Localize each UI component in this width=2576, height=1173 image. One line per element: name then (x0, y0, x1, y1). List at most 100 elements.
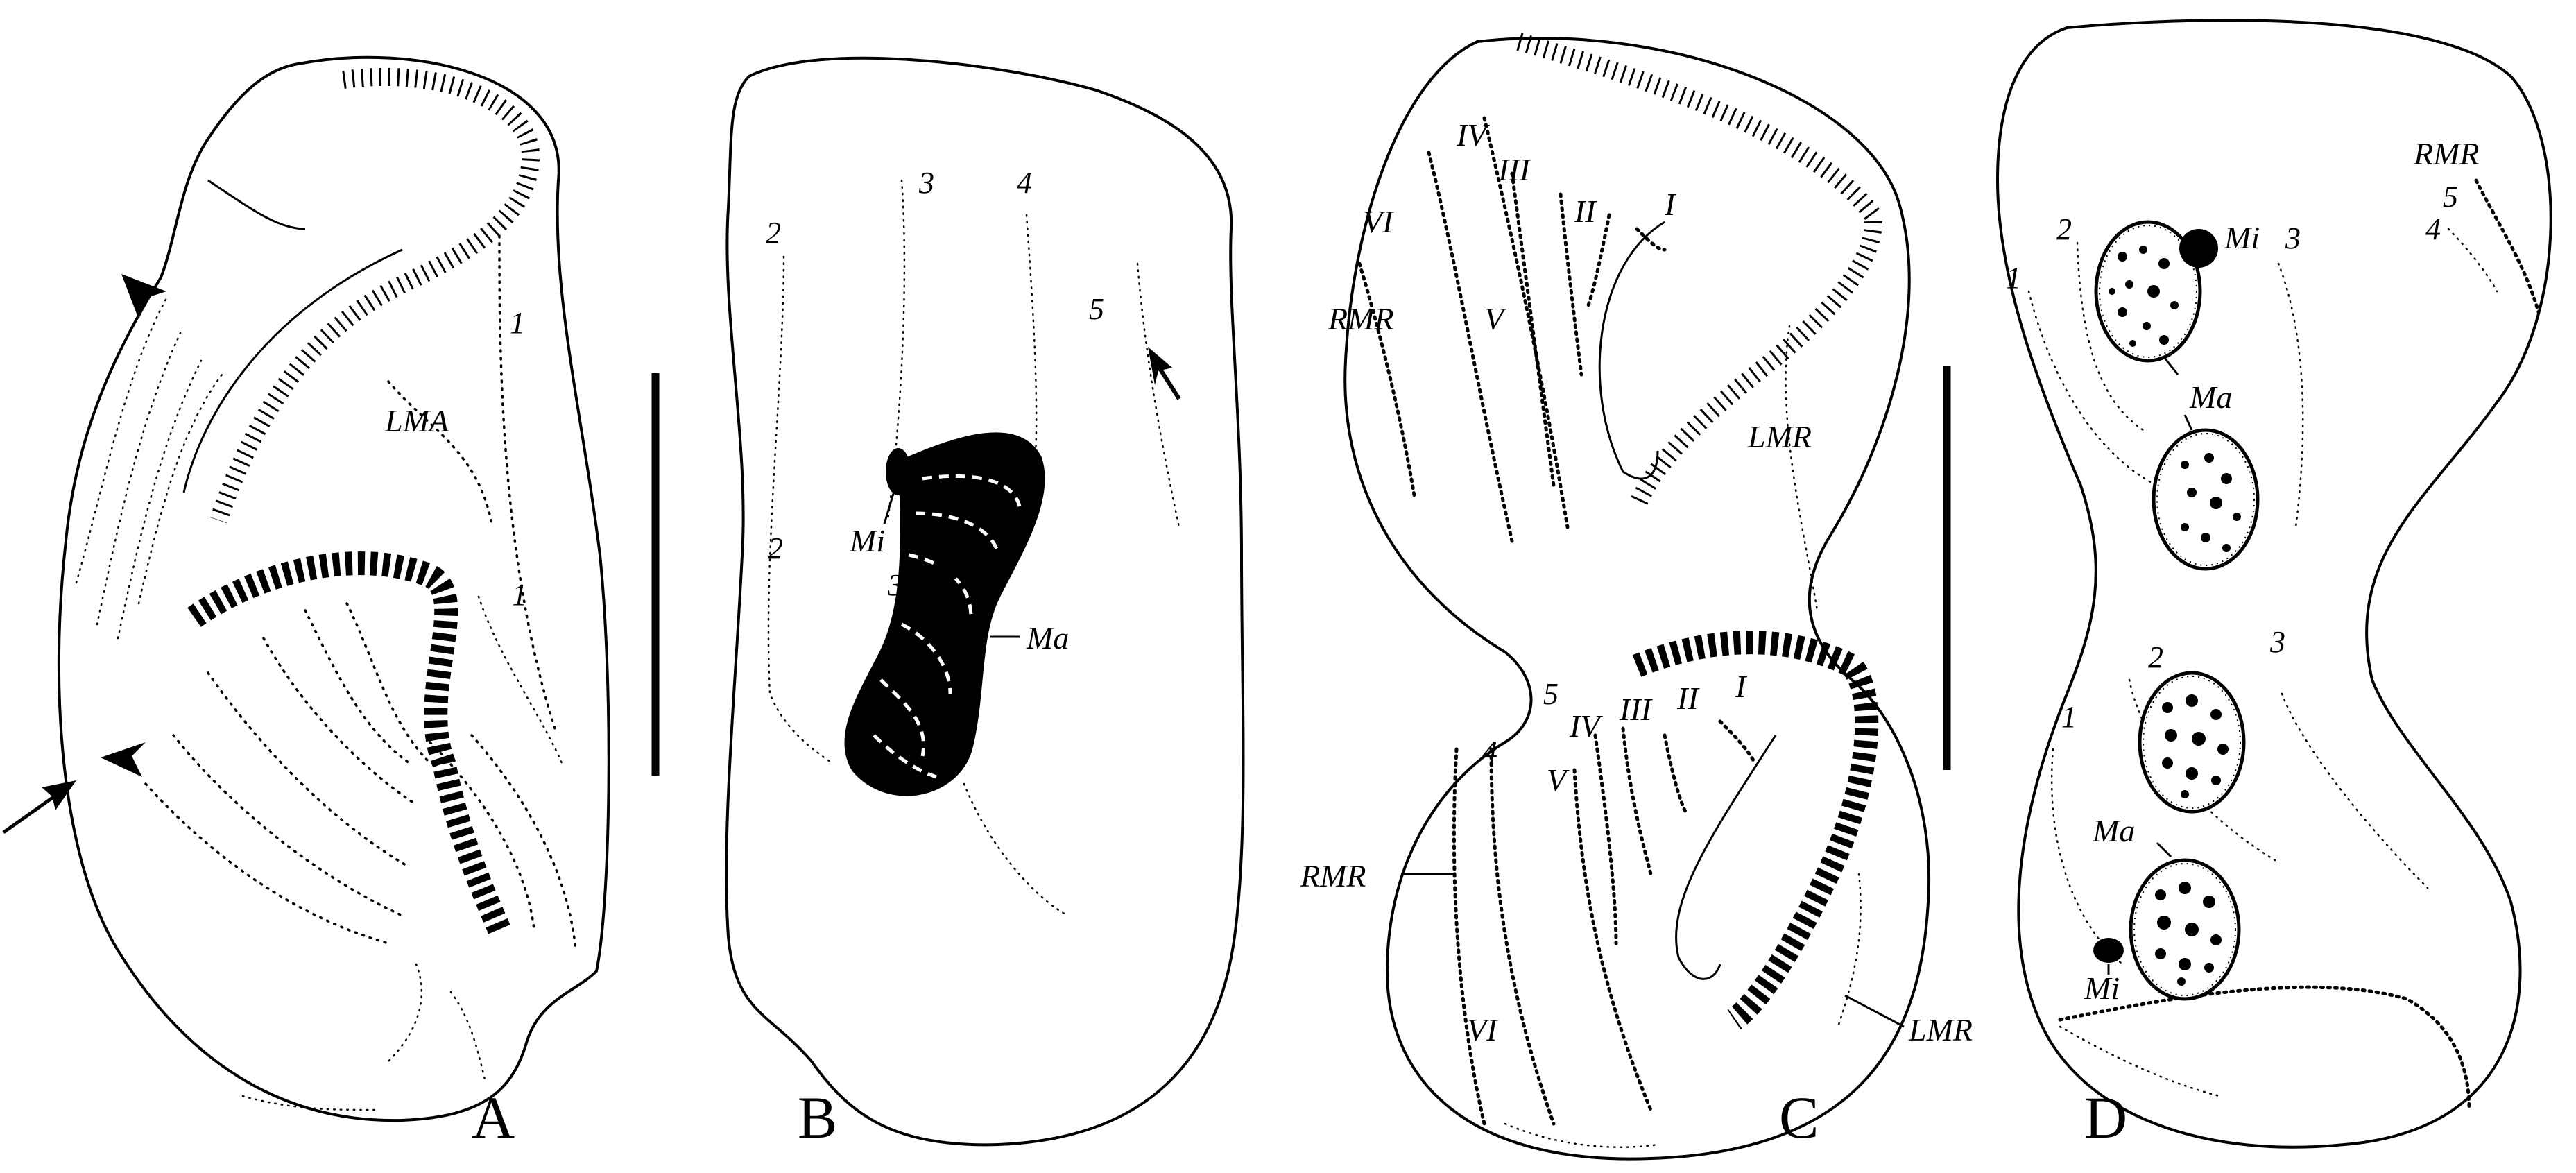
panel-a-row (241, 1095, 376, 1111)
panel-d-label-2: 2 (2056, 212, 2072, 246)
panel-c-label-LMR-b: LMR (1908, 1012, 1973, 1047)
panel-d-row-caudal2 (2059, 1025, 2221, 1097)
panel-d-row-caudal (2058, 985, 2471, 1112)
panel-a-letter: A (472, 1084, 515, 1151)
panel-b-arrow (1148, 347, 1181, 400)
panel-d-label-1: 1 (2006, 261, 2021, 295)
panel-b-micronucleus-1 (886, 448, 911, 495)
panel-c-label-5: 5 (1543, 677, 1559, 711)
panel-a-arrowhead-bottom (101, 742, 146, 777)
panel-b-leader-mi (883, 488, 896, 524)
panel-a-bold-membranelles (187, 551, 510, 934)
panel-a-row (75, 297, 168, 584)
panel-d-label-RMR: RMR (2413, 136, 2480, 171)
panel-c-label-RMR-b: RMR (1300, 858, 1366, 893)
panel-a-label-1a: 1 (510, 306, 525, 340)
panel-c-adoral-zone-bottom (1632, 631, 1879, 1030)
panel-d-macronucleus-3 (2138, 671, 2246, 814)
panel-c-label-IV-b: IV (1569, 708, 1603, 744)
panel-d-leader-ma-2 (2183, 414, 2193, 431)
panel-d-label-2b: 2 (2148, 640, 2163, 674)
panel-d-row-1b (2050, 748, 2124, 966)
panel-a-row (345, 602, 431, 764)
panel-d-row-2b (2128, 678, 2276, 862)
panel-a-row (387, 963, 422, 1063)
panel-c-label-II-b: II (1676, 680, 1700, 716)
panel-c-label-RMR: RMR (1328, 301, 1394, 336)
panel-d: RMR 5 4 1 2 Mi 3 Ma 2 3 1 Ma Mi D (1995, 19, 2552, 1151)
panel-c-adoral-zone-top (1516, 33, 1882, 510)
panel-c-cell-outline (1343, 37, 1930, 1161)
panel-b-label-3a: 3 (918, 166, 934, 200)
panel-a-label-lma: LMA (384, 403, 449, 438)
panel-c-row-RMR (1357, 262, 1417, 502)
panel-b-macronucleus (844, 432, 1045, 796)
panel-c-label-III: III (1497, 152, 1532, 187)
panel-d-macronucleus-2 (2152, 428, 2260, 571)
panel-a-row (96, 332, 182, 626)
panel-b-label-5: 5 (1089, 292, 1104, 326)
panel-b-micronucleus-2 (936, 541, 964, 580)
panel-a-row (207, 671, 411, 868)
panel-d-row-3 (2277, 262, 2304, 529)
panel-d-label-3b: 3 (2269, 625, 2285, 659)
panel-b-row-5 (1136, 262, 1180, 529)
panel-c-label-III-b: III (1619, 692, 1654, 727)
panel-d-letter: D (2084, 1084, 2127, 1151)
panel-d-label-3: 3 (2285, 221, 2301, 255)
panel-c-label-VI: VI (1363, 204, 1395, 239)
panel-d-label-ma-b: Ma (2092, 813, 2135, 848)
panel-b-row-postoral (963, 782, 1070, 917)
panel-a: LMA 1 1 A (2, 55, 610, 1151)
panel-c-letter: C (1779, 1084, 1819, 1151)
panel-d-label-ma: Ma (2189, 379, 2232, 415)
panel-d-row-4 (2447, 228, 2498, 293)
panel-a-arrowhead-top (121, 274, 166, 319)
panel-b-row-4 (1025, 214, 1038, 487)
panel-c-row-III-b (1621, 726, 1653, 876)
panel-c-leader-lmr (1844, 994, 1905, 1028)
panel-c-row-caudal (1504, 1122, 1659, 1148)
panel-c-row-RMR-b (1452, 747, 1486, 1126)
panel-a-row (144, 782, 390, 945)
panel-c-label-LMR: LMR (1747, 419, 1812, 454)
panel-c-undulating-membrane-bottom (1675, 735, 1777, 980)
panel-d-label-1b: 1 (2061, 700, 2077, 734)
panel-d-micronucleus-2 (2093, 938, 2124, 963)
panel-d-leader-ma-3 (2156, 841, 2172, 858)
panel-c-row-II-b (1663, 733, 1688, 814)
panel-c-label-V-b: V (1547, 762, 1570, 798)
panel-d-leader-ma-1 (2163, 357, 2179, 375)
panel-a-label-1b: 1 (512, 578, 527, 612)
panel-b-macronucleus-texture (873, 474, 1022, 779)
panel-a-row (470, 734, 577, 952)
panel-b-label-3b: 3 (887, 568, 903, 602)
panel-b-cell-outline (725, 56, 1245, 1147)
panel-b-leader-mi2 (915, 547, 944, 556)
panel-c-label-4: 4 (1482, 735, 1497, 769)
panel-d-cell-outline (1995, 19, 2552, 1149)
panel-a-adoral-zone-inner (207, 179, 306, 230)
panel-d-macronucleus-1 (2094, 220, 2202, 363)
panel-b-letter: B (798, 1084, 837, 1151)
panel-a-row (498, 234, 556, 730)
panel-c-row-I-b (1718, 719, 1757, 765)
panel-d-label-4: 4 (2425, 212, 2441, 246)
panel-d-label-5: 5 (2443, 180, 2458, 214)
panel-a-row (137, 373, 223, 605)
panel-c-label-IV: IV (1456, 117, 1490, 153)
panel-c-undulating-membrane-top (1598, 221, 1665, 480)
panel-b: 2 2 3 3 4 5 Mi Ma B (725, 56, 1245, 1151)
panel-b-label-2b: 2 (768, 531, 783, 565)
panel-c-row-VI-b (1489, 747, 1556, 1126)
panel-c: IV III II I VI V RMR LMR 5 4 IV III II I… (1300, 33, 1973, 1161)
panel-b-label-2a: 2 (766, 216, 781, 250)
panel-b-label-4: 4 (1017, 166, 1032, 200)
panel-c-row-II (1586, 213, 1611, 307)
panel-a-row (449, 991, 487, 1084)
panel-c-row-V (1482, 116, 1570, 529)
panel-d-label-mi: Mi (2224, 220, 2260, 255)
panel-a-row (262, 637, 418, 806)
panel-b-row-2 (767, 255, 834, 764)
